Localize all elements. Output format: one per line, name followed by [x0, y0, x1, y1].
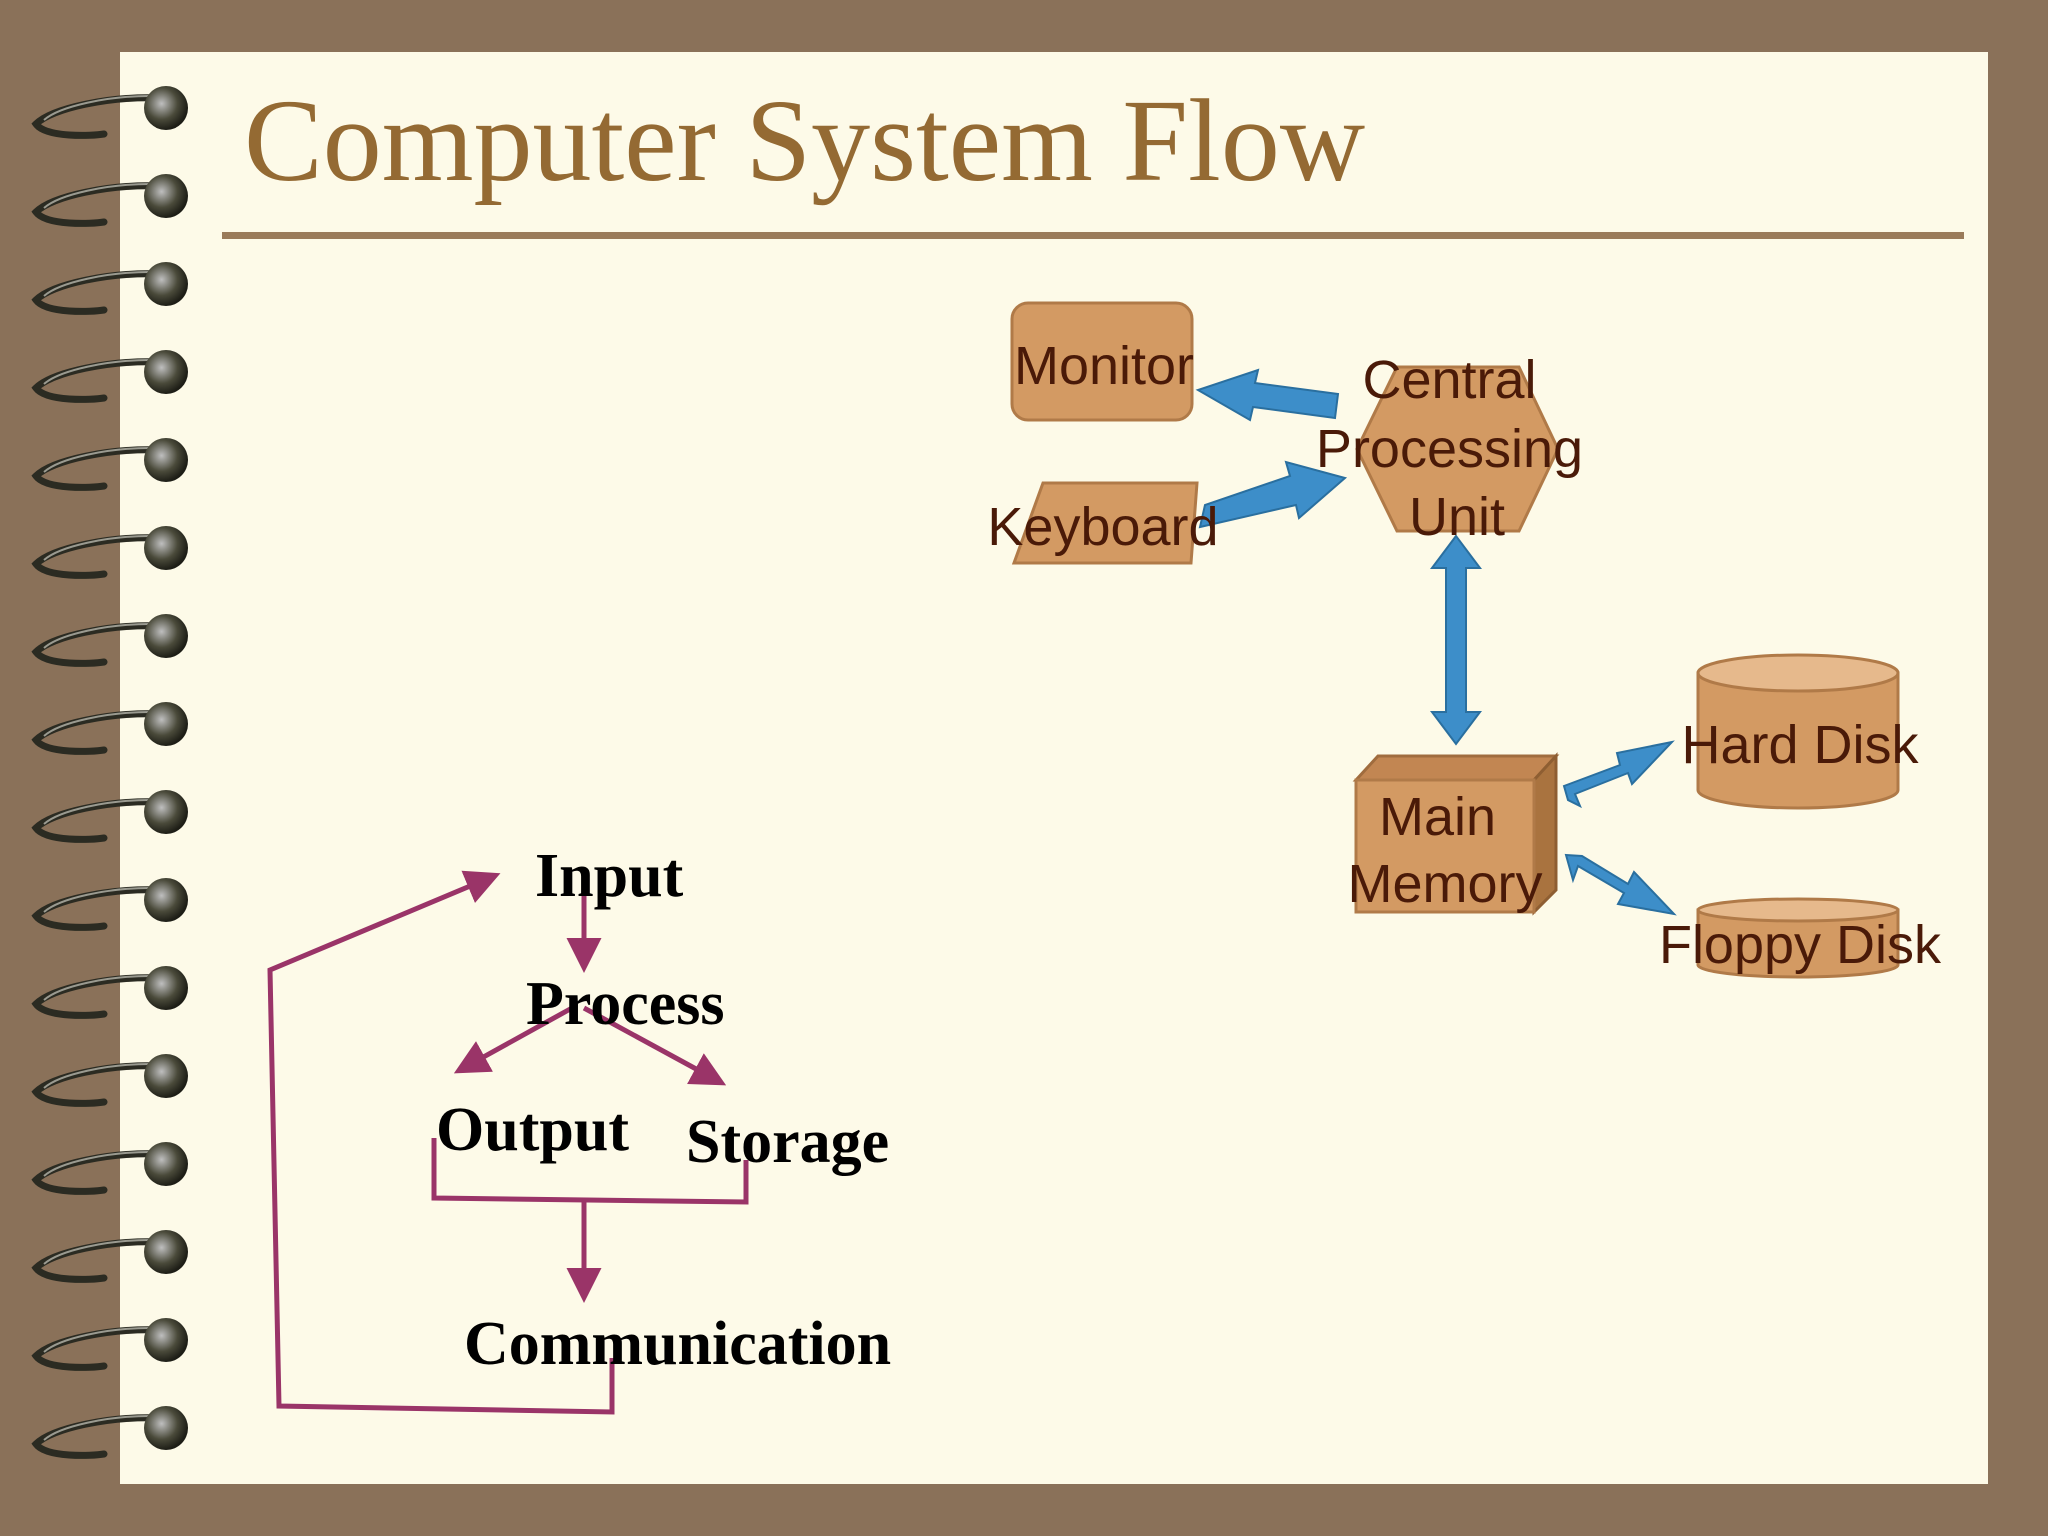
main-memory-label-line-1: Main — [1379, 787, 1496, 847]
keyboard-node — [1011, 481, 1199, 565]
cpu-label-line-2: Processing — [1316, 419, 1583, 479]
spiral-ring — [31, 1230, 188, 1283]
spiral-ring — [31, 1054, 188, 1107]
spiral-ring — [31, 526, 188, 579]
flow-output-label: Output — [436, 1096, 629, 1164]
spiral-ring — [31, 350, 188, 403]
flow-arrow-process-to-storage — [582, 1005, 727, 1086]
spiral-ring — [31, 1406, 188, 1459]
spiral-ring — [31, 438, 188, 491]
keyboard-label: Keyboard — [987, 497, 1218, 557]
flow-loop-communication-to-input — [267, 870, 615, 1415]
spiral-ring — [31, 702, 188, 755]
process-flow-diagram: Input Process Output Storage Communicati… — [267, 842, 891, 1415]
main-memory-label: Main Memory — [1347, 787, 1542, 914]
main-memory-node — [1352, 752, 1560, 916]
main-memory-label-line-2: Memory — [1347, 854, 1542, 914]
spiral-ring — [31, 790, 188, 843]
flow-process-label: Process — [526, 970, 725, 1038]
floppy-disk-node — [1696, 897, 1900, 979]
cpu-label: Central Processing Unit — [1316, 350, 1598, 547]
arrow-cpu-to-monitor — [1195, 368, 1340, 422]
slide-title: Computer System Flow — [244, 75, 1365, 206]
flow-storage-label: Storage — [686, 1108, 889, 1176]
spiral-binding — [31, 86, 188, 1459]
arrow-memory-floppy — [1564, 853, 1677, 916]
flow-communication-label: Communication — [464, 1310, 891, 1378]
cpu-label-line-1: Central — [1362, 350, 1536, 410]
arrow-keyboard-to-cpu — [1198, 460, 1348, 529]
floppy-disk-label: Floppy Disk — [1659, 915, 1942, 975]
monitor-node — [1010, 301, 1194, 422]
spiral-ring — [31, 174, 188, 227]
title-rule — [222, 232, 1964, 239]
cpu-node — [1355, 365, 1560, 533]
spiral-ring — [31, 1142, 188, 1195]
notebook-paper — [120, 52, 1988, 1484]
monitor-label: Monitor — [1014, 336, 1194, 396]
flow-input-label: Input — [535, 842, 684, 910]
spiral-ring — [31, 878, 188, 931]
cpu-label-line-3: Unit — [1409, 487, 1505, 547]
hardware-diagram: Monitor Keyboard Central Processing Unit… — [987, 301, 1942, 979]
flow-arrow-process-to-output — [453, 1005, 574, 1074]
arrow-cpu-memory — [1430, 534, 1482, 746]
hard-disk-node — [1696, 653, 1900, 810]
hard-disk-label: Hard Disk — [1681, 715, 1919, 775]
spiral-ring — [31, 966, 188, 1019]
flow-bracket-output-storage — [431, 1138, 749, 1205]
spiral-ring — [31, 262, 188, 315]
arrow-memory-harddisk — [1562, 740, 1675, 809]
spiral-ring — [31, 614, 188, 667]
spiral-ring — [31, 86, 188, 139]
spiral-ring — [31, 1318, 188, 1371]
